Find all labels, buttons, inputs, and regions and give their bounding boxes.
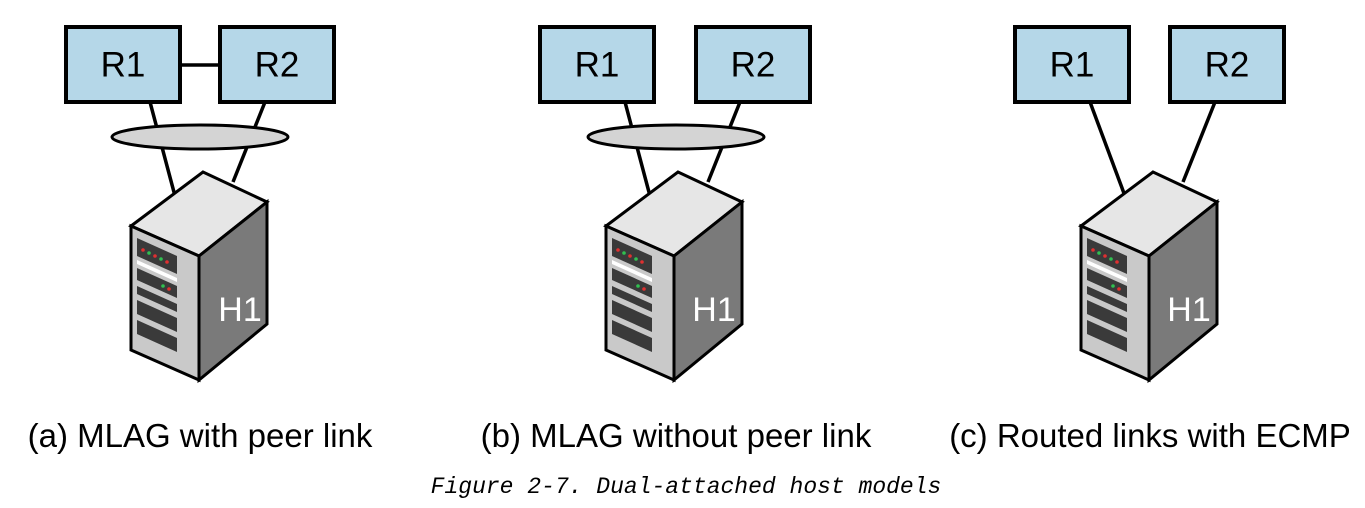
host-h1-label: H1: [218, 291, 261, 329]
router-r2-label: R2: [1205, 46, 1250, 85]
figure-caption: Figure 2-7. Dual-attached host models: [431, 474, 942, 500]
link-r1-h1: [1088, 101, 1127, 197]
router-r1: [1013, 25, 1131, 104]
server-tower-icon: [603, 170, 745, 384]
panel-b: R1 R2 H1 (b) MLAG without peer link: [481, 25, 872, 454]
host-h1-label: H1: [692, 291, 735, 329]
host-h1-label: H1: [1167, 291, 1210, 329]
panel-c-caption: (c) Routed links with ECMP: [949, 417, 1351, 454]
panel-a: R1 R2 H1 (a) MLAG with peer link: [28, 25, 373, 454]
mlag-bond-ellipse: [586, 123, 766, 151]
router-r2: [1168, 25, 1286, 104]
router-r1: [64, 25, 182, 104]
server-tower-icon: [1078, 170, 1220, 384]
link-r2-h1: [1181, 101, 1217, 183]
router-r1-label: R1: [575, 46, 620, 85]
router-r1-label: R1: [101, 46, 146, 85]
panel-a-caption: (a) MLAG with peer link: [28, 417, 373, 454]
router-r2-label: R2: [255, 46, 300, 85]
router-r1-label: R1: [1050, 46, 1095, 85]
panel-b-caption: (b) MLAG without peer link: [481, 417, 872, 454]
mlag-bond-ellipse: [110, 123, 290, 151]
router-r2: [694, 25, 812, 104]
router-r2-label: R2: [731, 46, 776, 85]
server-tower-icon: [128, 170, 270, 384]
panel-c: R1 R2 H1 (c) Routed links with ECMP: [949, 25, 1351, 454]
router-r1: [538, 25, 656, 104]
router-r2: [218, 25, 336, 104]
